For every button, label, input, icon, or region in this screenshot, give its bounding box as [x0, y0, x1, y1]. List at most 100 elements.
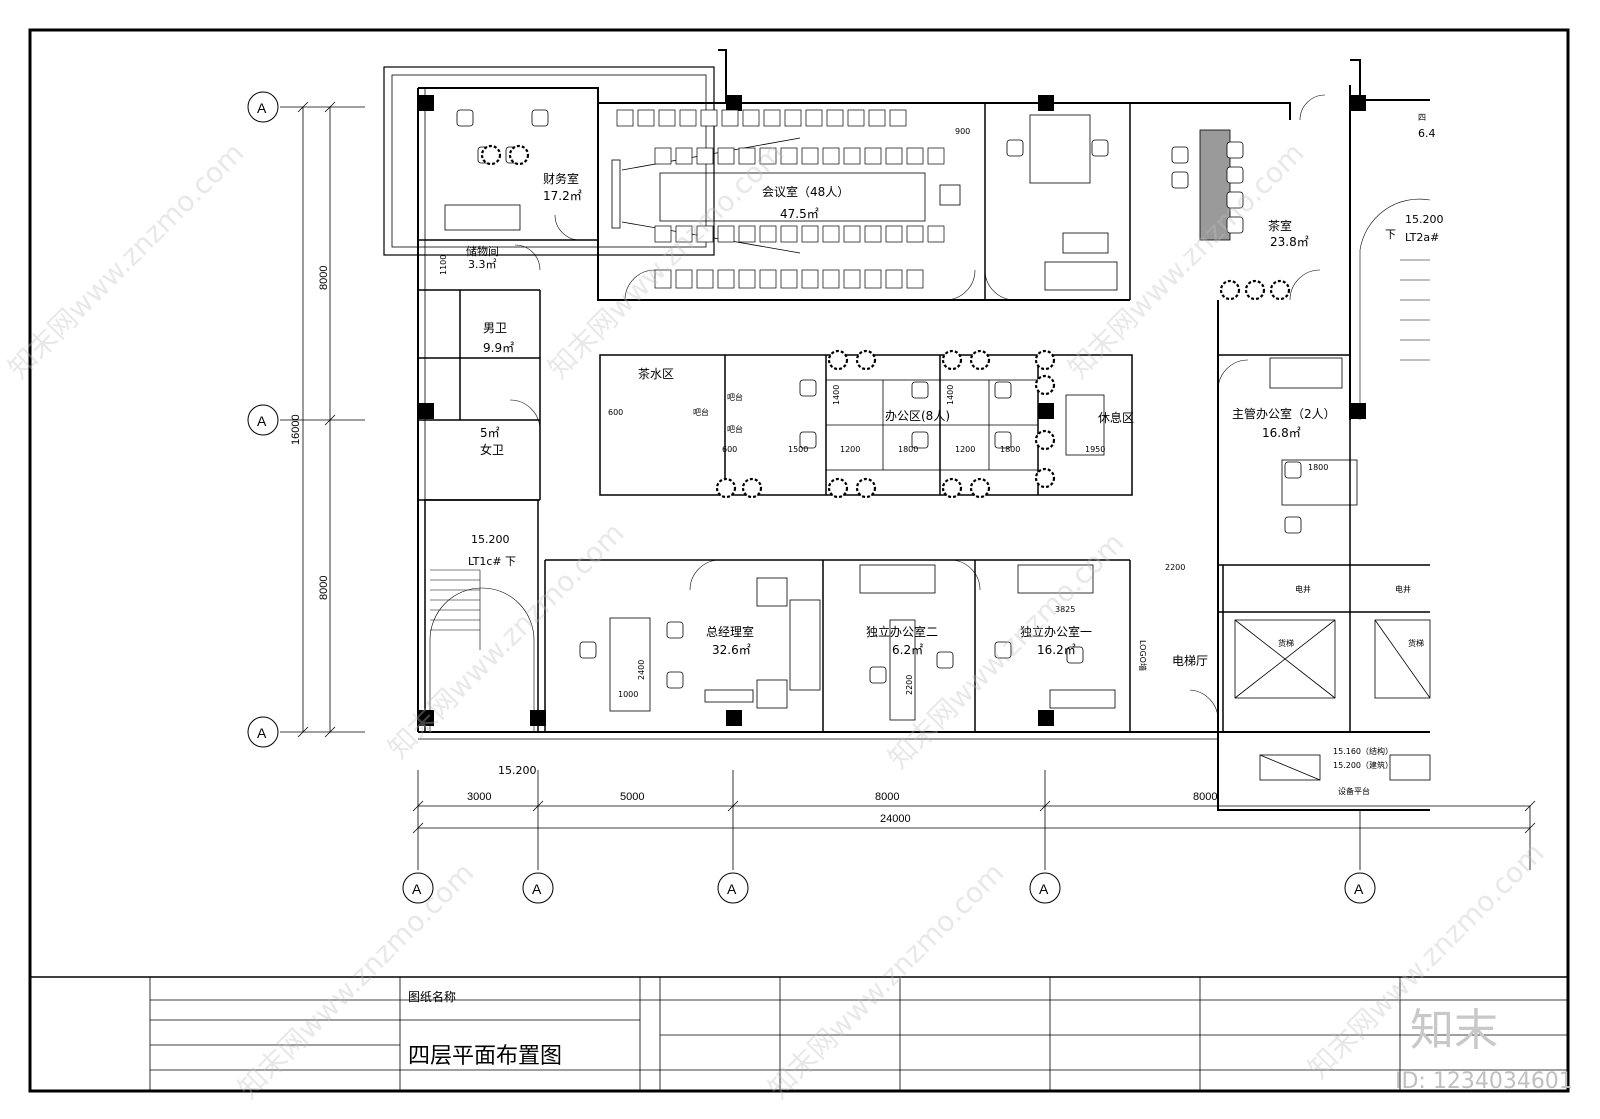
- chair: [1171, 171, 1189, 189]
- meeting-chair: [885, 225, 903, 243]
- dim-h1: 3000: [467, 791, 491, 803]
- meeting-chair: [847, 109, 865, 127]
- chair: [911, 381, 929, 399]
- room-storage-area: 3.3㎡: [468, 258, 497, 271]
- dim-2200b: 2200: [905, 675, 914, 695]
- room-pantry-name: 茶水区: [638, 366, 674, 381]
- chair: [799, 379, 817, 397]
- meeting-chair: [805, 109, 823, 127]
- room-elevator1-name: 货梯: [1278, 638, 1294, 648]
- stair-left-id: LT1c#: [468, 555, 502, 568]
- plant-pot: [855, 477, 877, 499]
- meeting-chair: [742, 109, 760, 127]
- level-arch: 15.200（建筑）: [1333, 760, 1393, 770]
- meeting-chair: [717, 225, 735, 243]
- meeting-chair: [654, 269, 672, 289]
- meeting-chair: [868, 109, 886, 127]
- dim-v-top: 8000: [318, 266, 330, 290]
- room-equipment-name: 设备平台: [1338, 786, 1370, 796]
- meeting-chair: [906, 225, 924, 243]
- room-finance-name: 财务室: [543, 171, 579, 186]
- stair-left-level: 15.200: [471, 533, 510, 546]
- room-rest-area-name: 休息区: [1098, 410, 1134, 425]
- meeting-chair: [822, 147, 840, 165]
- stair-left-down: 下: [505, 555, 516, 568]
- dim-1200b: 1200: [955, 445, 975, 454]
- chair: [1226, 141, 1244, 159]
- room-elevator2-name: 货梯: [1408, 638, 1424, 648]
- watermark-id: ID: 1234034601: [1395, 1069, 1573, 1094]
- room-elevator-hall-name: 电梯厅: [1172, 654, 1208, 668]
- meeting-furniture: [611, 137, 961, 254]
- door-swings: [509, 94, 1326, 721]
- plant-pot: [941, 349, 963, 371]
- col-axis-2-label: A: [532, 881, 542, 897]
- meeting-chair: [780, 225, 798, 243]
- chair: [1284, 461, 1302, 479]
- watermark-brand: 知末: [1410, 1005, 1498, 1056]
- dim-v-bottom: 8000: [318, 576, 330, 600]
- dim-1800b: 1800: [1000, 445, 1020, 454]
- meeting-chair: [717, 147, 735, 165]
- meeting-chair: [801, 147, 819, 165]
- chair: [994, 641, 1012, 659]
- plant-pot: [1034, 374, 1056, 396]
- plant-pot: [1034, 349, 1056, 371]
- right-partial-2: 6.4: [1418, 127, 1436, 140]
- stair-right-level: 15.200: [1405, 213, 1444, 226]
- meeting-chair: [675, 147, 693, 165]
- meeting-chair: [658, 109, 676, 127]
- room-male-wc-area: 9.9㎡: [483, 341, 514, 355]
- chair: [1226, 191, 1244, 209]
- chair: [1006, 139, 1024, 157]
- dim-h2: 5000: [620, 791, 644, 803]
- meeting-chair: [696, 225, 714, 243]
- meeting-chair: [616, 109, 634, 127]
- plant-pot: [1034, 429, 1056, 451]
- chairs: [456, 109, 1302, 689]
- office-workstations: [825, 379, 1105, 471]
- stair-left: [429, 569, 535, 732]
- dim-900: 900: [955, 127, 970, 136]
- interior-walls: [418, 103, 1430, 733]
- meeting-chair: [906, 147, 924, 165]
- room-office1-area: 16.2㎡: [1037, 643, 1076, 657]
- room-office1-name: 独立办公室一: [1020, 624, 1092, 639]
- dim-2400: 2400: [637, 660, 646, 680]
- room-office2-name: 独立办公室二: [866, 624, 938, 639]
- plant-pot: [715, 477, 737, 499]
- watermark-text-7: 知末网www.znzmo.com: [762, 856, 1011, 1105]
- row-axis-bottom: A: [247, 716, 279, 748]
- meeting-chair: [700, 109, 718, 127]
- room-finance-area: 17.2㎡: [543, 189, 582, 203]
- dim-h-total: 24000: [880, 813, 911, 825]
- dim-3825: 3825: [1055, 605, 1075, 614]
- chair: [1226, 166, 1244, 184]
- drawing-frame: [28, 28, 1570, 1093]
- col-axis-2: A: [522, 872, 554, 904]
- chair: [1284, 516, 1302, 534]
- sofas: [444, 204, 1343, 709]
- meeting-chair: [822, 225, 840, 243]
- meeting-chair: [843, 269, 861, 289]
- chair: [579, 641, 597, 659]
- meeting-chair: [738, 147, 756, 165]
- room-female-wc-name: 女卫: [480, 442, 504, 457]
- plant-pot: [480, 144, 502, 166]
- chair: [911, 431, 929, 449]
- meeting-chair: [721, 109, 739, 127]
- stair-right-down: 下: [1385, 228, 1396, 241]
- stair-right: [1359, 198, 1431, 420]
- meeting-chair: [822, 269, 840, 289]
- room-female-wc-area: 5㎡: [480, 426, 500, 440]
- room-shaft2-name: 电井: [1395, 584, 1411, 594]
- title-block: [149, 977, 1568, 1091]
- meeting-chair: [801, 225, 819, 243]
- meeting-chair: [885, 269, 903, 289]
- chair: [1226, 216, 1244, 234]
- dim-2200a: 2200: [1165, 563, 1185, 572]
- meeting-chair: [826, 109, 844, 127]
- dim-1400a: 1400: [832, 385, 841, 405]
- dim-h4: 8000: [1193, 791, 1217, 803]
